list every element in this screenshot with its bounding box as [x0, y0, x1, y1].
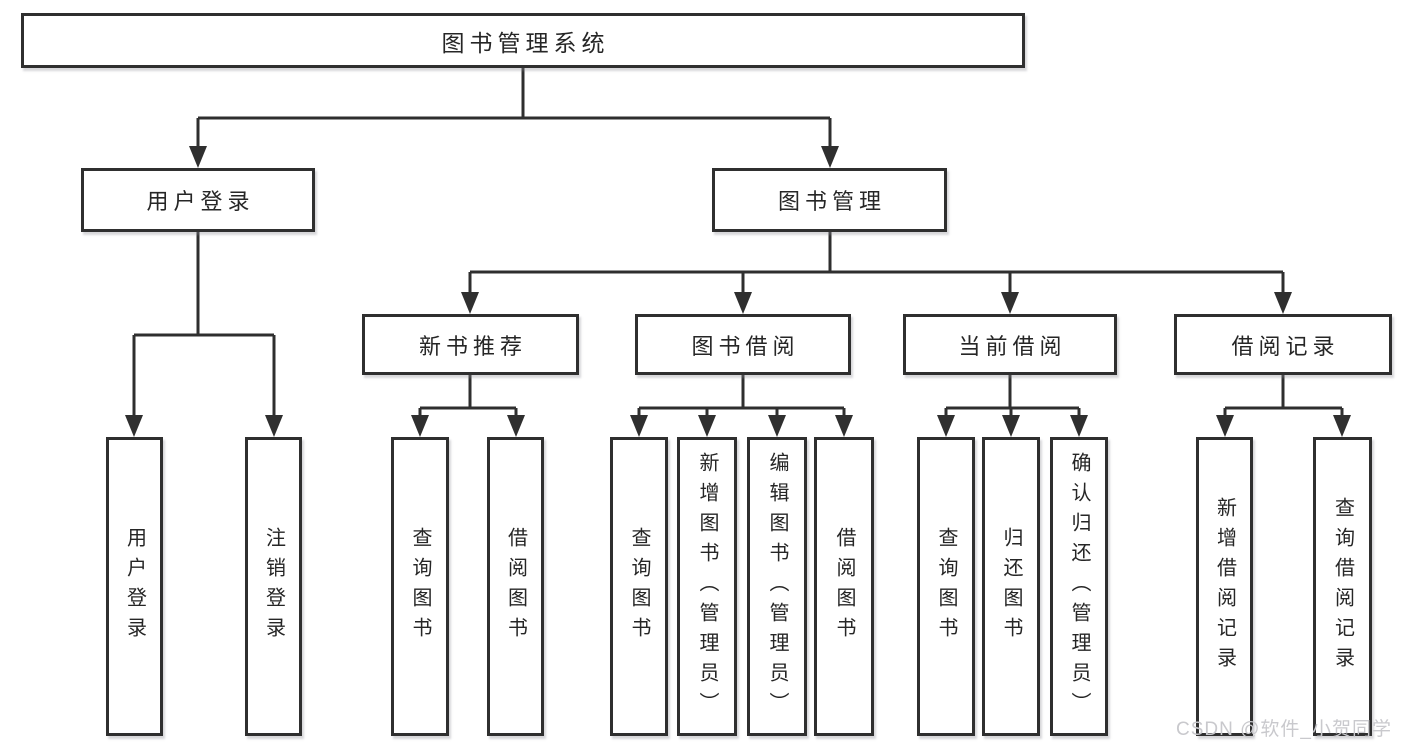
- node-label: 注销登录: [262, 526, 285, 647]
- node-label: 归还图书: [1000, 526, 1022, 647]
- connector-new-book-children: [418, 375, 518, 417]
- node-label: 借阅图书: [833, 526, 855, 647]
- node-library-management-system: 图书管理系统: [21, 13, 1025, 68]
- arrowheads: [125, 146, 1351, 437]
- leaf-borrow-books-recommend: 借阅图书: [487, 437, 544, 736]
- connector-book-management-children: [468, 232, 1285, 294]
- node-label: 图书管理: [777, 189, 886, 214]
- node-label: 用户登录: [146, 189, 255, 214]
- node-new-book-recommendation: 新书推荐: [362, 314, 579, 375]
- leaf-query-books-recommend: 查询图书: [391, 437, 449, 736]
- node-book-borrowing: 图书借阅: [635, 314, 851, 375]
- node-label: 新增图书（管理员）: [696, 451, 718, 722]
- node-label: 确认归还（管理员）: [1068, 451, 1090, 722]
- leaf-add-books-admin: 新增图书（管理员）: [677, 437, 737, 736]
- node-label: 查询图书: [409, 526, 431, 647]
- node-label: 查询借阅记录: [1331, 496, 1354, 677]
- node-label: 编辑图书（管理员）: [766, 451, 788, 722]
- csdn-watermark: CSDN @软件_小贺同学: [1176, 719, 1392, 740]
- node-label: 当前借阅: [958, 333, 1067, 359]
- connector-book-borrow-children: [637, 375, 846, 417]
- node-label: 借阅记录: [1231, 333, 1340, 359]
- node-label: 图书借阅: [691, 333, 800, 359]
- leaf-confirm-return-admin: 确认归还（管理员）: [1050, 437, 1108, 736]
- node-label: 查询图书: [935, 526, 957, 647]
- leaf-logout: 注销登录: [245, 437, 302, 736]
- node-label: 新书推荐: [418, 333, 527, 359]
- connector-user-login-children: [132, 232, 276, 417]
- leaf-query-books-borrow: 查询图书: [610, 437, 668, 736]
- connector-root-to-level2: [196, 68, 832, 148]
- node-borrowing-records: 借阅记录: [1174, 314, 1392, 375]
- leaf-query-borrow-record: 查询借阅记录: [1313, 437, 1372, 736]
- node-label: 借阅图书: [504, 526, 527, 647]
- leaf-edit-books-admin: 编辑图书（管理员）: [747, 437, 807, 736]
- node-book-management: 图书管理: [712, 168, 947, 232]
- leaf-return-books: 归还图书: [982, 437, 1040, 736]
- leaf-add-borrow-record: 新增借阅记录: [1196, 437, 1253, 736]
- node-label: 用户登录: [123, 526, 146, 647]
- connector-current-borrow-children: [944, 375, 1081, 417]
- node-user-login: 用户登录: [81, 168, 315, 232]
- node-label: 查询图书: [628, 526, 650, 647]
- node-label: 新增借阅记录: [1213, 496, 1236, 677]
- leaf-query-books-current: 查询图书: [917, 437, 975, 736]
- leaf-user-login: 用户登录: [106, 437, 163, 736]
- node-current-borrowing: 当前借阅: [903, 314, 1117, 375]
- connector-borrow-record-children: [1223, 375, 1344, 417]
- node-label: 图书管理系统: [441, 29, 610, 56]
- leaf-borrow-books: 借阅图书: [814, 437, 874, 736]
